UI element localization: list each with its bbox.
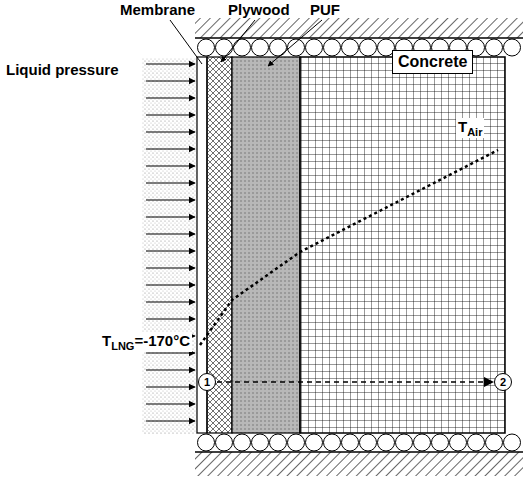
puf-layer	[232, 57, 300, 433]
top-edge	[195, 37, 523, 39]
subscript: Air	[467, 126, 482, 138]
rollers	[198, 39, 521, 451]
temperature-profile	[200, 150, 498, 345]
measurement-path	[217, 381, 493, 383]
leader-line	[170, 20, 202, 64]
callout-number: 2	[500, 377, 506, 388]
leader-line	[221, 20, 255, 62]
top-hatch	[195, 18, 523, 38]
callout-circle: 1	[198, 373, 216, 391]
layer-label: Plywood	[228, 2, 290, 19]
air-temperature-label: TAir	[456, 118, 484, 138]
layer-label: Membrane	[120, 2, 195, 19]
lng-temperature-label: TLNG=-170°C	[100, 332, 192, 352]
temperature-text: T	[102, 332, 111, 349]
callout-circle: 2	[494, 373, 512, 391]
bottom-edge	[195, 451, 523, 453]
temperature-text: =-170°C	[134, 332, 190, 349]
layer-label: PUF	[310, 2, 340, 19]
temperature-text: T	[458, 118, 467, 135]
liquid-region	[142, 58, 197, 434]
bottom-hatch	[195, 452, 523, 476]
pressure-arrows	[146, 64, 195, 421]
subscript: LNG	[111, 340, 134, 352]
load-label: Liquid pressure	[6, 62, 119, 79]
leader-line	[268, 20, 322, 66]
concrete-layer	[300, 57, 505, 433]
material-label: Concrete	[392, 50, 473, 74]
callout-number: 1	[204, 377, 210, 388]
